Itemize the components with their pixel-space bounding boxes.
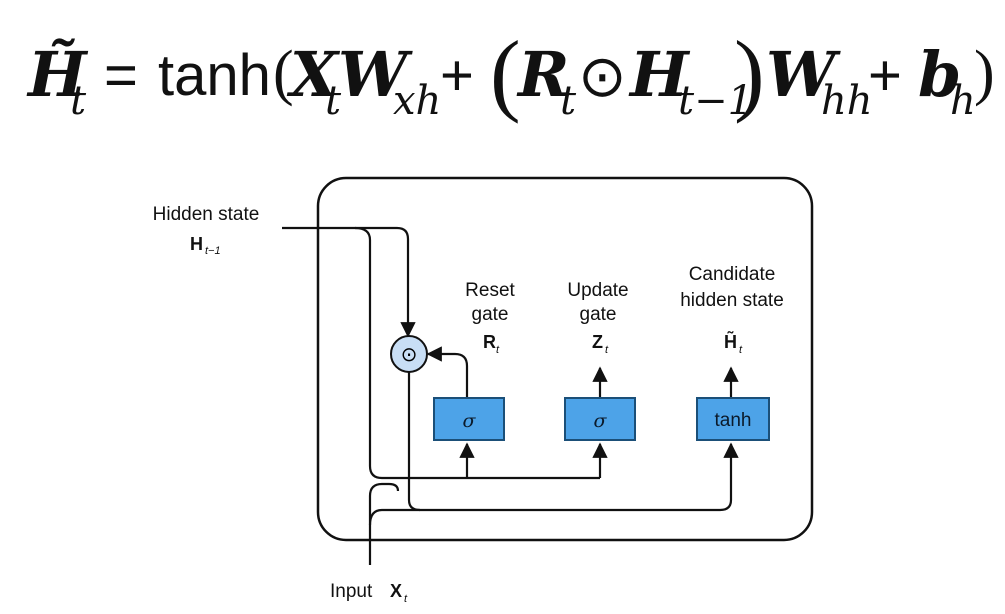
reset-gate-op: σ xyxy=(463,410,477,432)
hidden-state-to-hadamard-arrow xyxy=(282,226,416,338)
eq-wxh-symbol: W xyxy=(338,38,408,111)
eq-equals: = xyxy=(104,43,138,108)
hidden-state-branch-line xyxy=(354,226,600,480)
input-sub: t xyxy=(404,593,408,605)
eq-x-sub: t xyxy=(325,78,342,124)
eq-lhs-sub: t xyxy=(70,78,87,124)
tanh-box xyxy=(696,397,770,441)
reset-gate-label-1: Reset xyxy=(465,280,515,301)
eq-b-symbol: b xyxy=(918,38,962,111)
input-label: Input xyxy=(330,581,373,602)
eq-open-paren: ( xyxy=(273,39,294,107)
eq-big-close-paren: ) xyxy=(734,22,765,124)
reset-gate-sub: t xyxy=(496,344,500,356)
eq-tanh: tanh xyxy=(158,43,271,108)
tanh-op: tanh xyxy=(715,410,752,431)
hidden-state-sub: t−1 xyxy=(205,245,221,257)
eq-b-sub: h xyxy=(950,78,976,124)
hidden-state-label: Hidden state xyxy=(153,204,260,225)
connection-lines xyxy=(282,226,739,565)
candidate-label-1: Candidate xyxy=(689,264,776,285)
candidate-sub: t xyxy=(739,344,743,356)
update-gate-symbol: Z xyxy=(592,332,603,352)
eq-r-sub: t xyxy=(560,78,577,124)
update-gate-label-2: gate xyxy=(580,304,617,325)
reset-gate-symbol: R xyxy=(483,332,496,352)
input-to-tanh-arrow xyxy=(368,442,739,526)
hadamard-output-line xyxy=(407,372,421,512)
hidden-state-symbol: H xyxy=(190,234,203,254)
equation: H̃ t = tanh ( X t W xh + ( R t ⊙ H t−1 )… xyxy=(0,22,1005,140)
eq-big-open-paren: ( xyxy=(490,22,521,124)
eq-h-sub: t−1 xyxy=(678,78,754,124)
reset-to-hadamard-arrow xyxy=(426,346,469,398)
gru-cell-container xyxy=(316,176,814,542)
update-gate-box xyxy=(564,397,636,441)
eq-close-paren: ) xyxy=(974,39,995,107)
input-stem-line xyxy=(368,482,400,565)
hadamard-glyph: ⊙ xyxy=(401,342,418,366)
update-gate-label-1: Update xyxy=(567,280,628,301)
candidate-symbol: H̃ xyxy=(724,330,737,352)
update-gate-sub: t xyxy=(605,344,609,356)
eq-h-symbol: H xyxy=(630,38,689,111)
eq-plus-1: + xyxy=(440,43,474,108)
eq-wxh-sub: xh xyxy=(393,78,442,124)
eq-x-symbol: X xyxy=(290,38,339,111)
input-symbol: X xyxy=(390,581,402,601)
eq-whh-symbol: W xyxy=(766,38,836,111)
candidate-label-2: hidden state xyxy=(680,290,784,311)
reset-gate-box xyxy=(433,397,505,441)
hadamard-node xyxy=(390,335,428,373)
update-gate-op: σ xyxy=(594,410,608,432)
eq-odot: ⊙ xyxy=(578,44,627,109)
eq-plus-2: + xyxy=(868,43,902,108)
eq-r-symbol: R xyxy=(518,38,570,111)
reset-gate-label-2: gate xyxy=(472,304,509,325)
eq-whh-sub: hh xyxy=(821,78,873,124)
eq-lhs-symbol: H̃ xyxy=(28,38,87,111)
